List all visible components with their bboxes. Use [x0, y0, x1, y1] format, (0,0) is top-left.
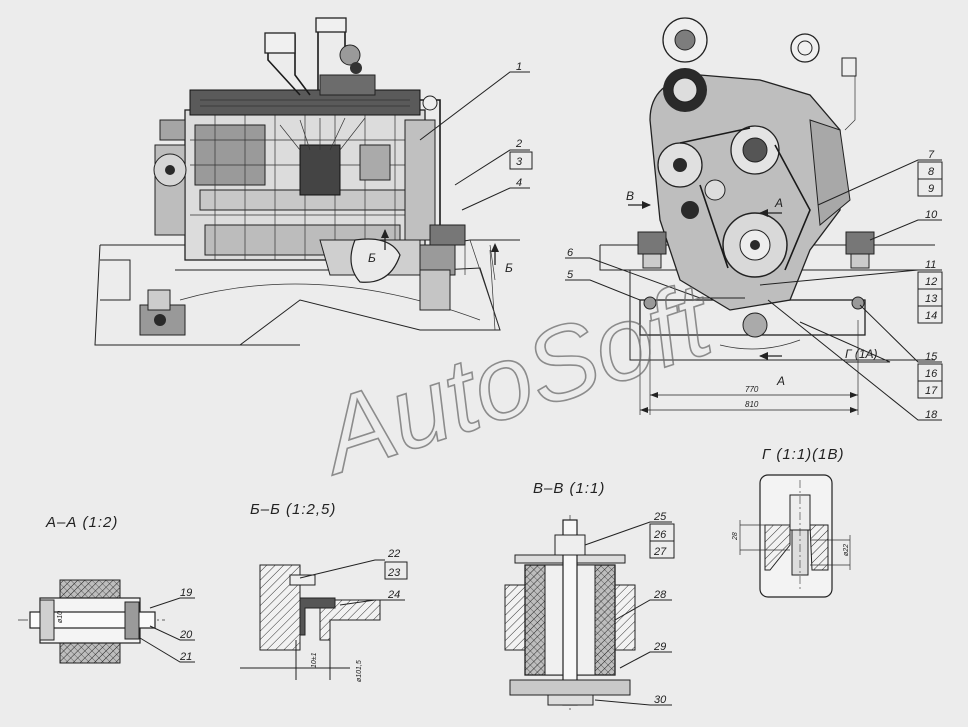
marker-b-left: Б	[368, 251, 376, 265]
callout-13: 13	[925, 293, 938, 305]
callout-29: 29	[653, 641, 666, 653]
callout-numbers: 1 2 3 4 5 6 7 8 9 10 11 12 13 14 15 16 1…	[179, 61, 938, 706]
callout-3: 3	[516, 156, 523, 168]
callout-27: 27	[653, 546, 667, 558]
autosoft-watermark: AutoSoft	[303, 261, 728, 498]
callout-7: 7	[928, 149, 935, 161]
section-bb	[240, 559, 408, 680]
callout-19: 19	[180, 587, 192, 599]
callout-6: 6	[567, 247, 574, 259]
dim-g-2: ø22	[843, 544, 850, 556]
section-vv-title: В–В (1:1)	[533, 480, 605, 497]
callout-28: 28	[653, 589, 667, 601]
dim-770: 770	[745, 385, 759, 394]
callout-30: 30	[654, 694, 667, 706]
callout-4: 4	[516, 177, 522, 189]
marker-g-callout: Г (1А)	[845, 347, 878, 361]
front-view-leaders	[565, 159, 943, 421]
dim-g-1: 28	[732, 532, 739, 541]
callout-16: 16	[925, 368, 938, 380]
dimension-texts: 770 810 ø10 10±1 ø101,5 28 ø22	[57, 385, 850, 682]
callout-25: 25	[653, 511, 667, 523]
callout-9: 9	[928, 183, 934, 195]
callout-22: 22	[387, 548, 400, 560]
dim-810: 810	[745, 400, 759, 409]
callout-21: 21	[179, 651, 192, 663]
section-aa	[18, 579, 195, 664]
callout-17: 17	[925, 385, 938, 397]
marker-b-right: Б	[505, 261, 513, 275]
callout-20: 20	[179, 629, 193, 641]
dim-bb-1: 10±1	[311, 652, 318, 668]
callout-18: 18	[925, 409, 938, 421]
section-vv	[504, 515, 675, 710]
section-bb-title: Б–Б (1:2,5)	[250, 501, 336, 518]
callout-23: 23	[387, 567, 401, 579]
view-g-title: Г (1:1)(1В)	[762, 446, 845, 463]
callout-11: 11	[925, 259, 936, 271]
side-view-leaders	[419, 71, 533, 211]
callout-5: 5	[567, 269, 574, 281]
callout-26: 26	[653, 529, 667, 541]
callout-24: 24	[387, 589, 400, 601]
engine-front-view	[599, 17, 935, 415]
callout-8: 8	[928, 166, 935, 178]
marker-a-bottom: А	[776, 374, 785, 388]
callout-10: 10	[925, 209, 938, 221]
marker-a-top: А	[774, 196, 783, 210]
callout-12: 12	[925, 276, 937, 288]
callout-1: 1	[516, 61, 522, 73]
callout-2: 2	[515, 138, 522, 150]
engine-side-view	[94, 17, 520, 346]
dim-aa: ø10	[57, 611, 64, 623]
marker-v: В	[626, 189, 634, 203]
view-g	[739, 474, 851, 598]
dim-bb-2: ø101,5	[356, 660, 363, 682]
callout-15: 15	[925, 351, 938, 363]
view-markers: Б Б В А А Г (1А)	[368, 189, 878, 388]
callout-14: 14	[925, 310, 937, 322]
section-aa-title: А–А (1:2)	[45, 514, 118, 531]
view-titles: А–А (1:2) Б–Б (1:2,5) В–В (1:1) Г (1:1)(…	[45, 446, 845, 531]
